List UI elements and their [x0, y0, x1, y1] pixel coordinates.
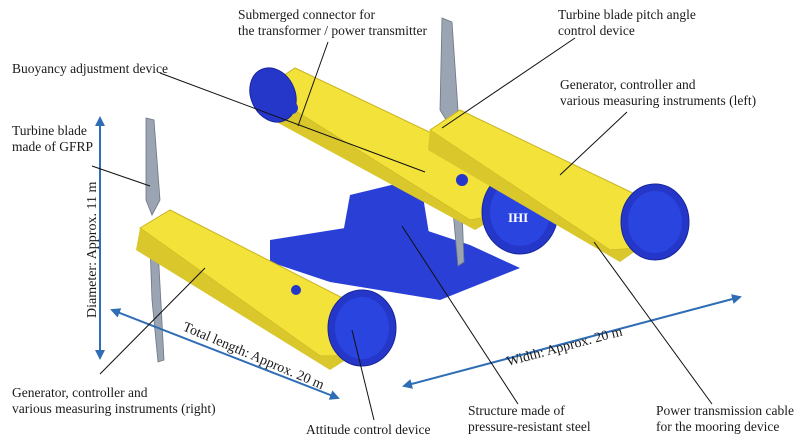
width-label: Width: Approx. 20 m — [505, 324, 624, 369]
leader-power-cable — [593, 241, 713, 405]
leader-pitch-control — [441, 37, 576, 129]
leader-generator-left — [559, 111, 628, 176]
leader-structure — [401, 225, 519, 405]
ihi-logo: IHI — [508, 210, 528, 225]
leader-submerged-connector — [297, 41, 329, 127]
leader-generator-right — [99, 267, 206, 375]
label-structure: Structure made of pressure-resistant ste… — [468, 403, 591, 434]
leader-turbine-blade — [91, 165, 151, 187]
rear-right-hull — [428, 109, 690, 262]
label-buoyancy: Buoyancy adjustment device — [12, 61, 168, 76]
diameter-label: Diameter: Approx. 11 m — [85, 182, 100, 318]
label-attitude: Attitude control device — [306, 422, 430, 437]
label-generator-right: Generator, controller and various measur… — [12, 385, 216, 416]
label-turbine-blade: Turbine blade made of GFRP — [12, 123, 93, 154]
front-turbine-blade-top — [145, 117, 161, 216]
width-arrow — [402, 294, 742, 389]
label-power-cable: Power transmission cable for the mooring… — [656, 403, 797, 434]
leader-attitude — [351, 329, 375, 421]
blue-vertical-fin — [340, 178, 430, 262]
label-generator-left: Generator, controller and various measur… — [560, 77, 756, 108]
leader-buoyancy — [159, 72, 426, 173]
total-length-arrow — [110, 308, 340, 400]
rear-turbine-blade-top — [439, 17, 459, 127]
label-submerged-connector: Submerged connector for the transformer … — [238, 7, 427, 38]
label-pitch-control: Turbine blade pitch angle control device — [558, 7, 699, 38]
